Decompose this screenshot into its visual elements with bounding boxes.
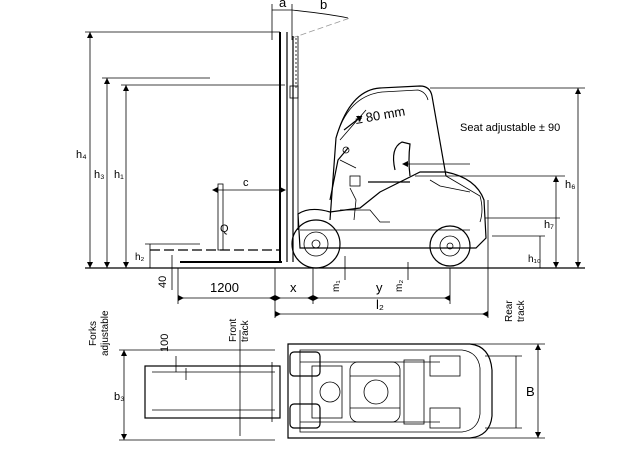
label-seat-adjustable: Seat adjustable ± 90 [460, 122, 560, 134]
label-y: y [376, 280, 383, 295]
label-forks-line2: adjustable [100, 310, 111, 356]
label-1200: 1200 [210, 280, 239, 295]
label-b3: b₃ [114, 391, 125, 403]
label-x: x [290, 280, 297, 295]
rotated-labels: Forks adjustable Front track Rear track … [88, 299, 527, 356]
label-h3: h₃ [94, 169, 105, 181]
length-dimensions: 1200 x y l₂ m₁ m₂ [177, 200, 489, 318]
forklift-body: ± 80 mm Seat adjustable ± 90 [297, 85, 560, 249]
dimension-a-b: a b [271, 0, 351, 40]
label-rear-track-line2: track [516, 299, 527, 322]
label-h1: h₁ [114, 169, 124, 181]
label-h7: h₇ [544, 219, 554, 231]
truck-top-view [287, 343, 493, 439]
label-rear-track-line1: Rear [504, 300, 515, 322]
label-m1: m₁ [331, 280, 342, 292]
fork-spread-dimension: b₃ [114, 349, 275, 441]
overall-width-dimension: B [470, 343, 545, 439]
label-c: c [243, 177, 249, 189]
label-forks-line1: Forks [88, 321, 99, 346]
label-h2: h₂ [135, 252, 145, 263]
label-tilt: ± 80 mm [354, 103, 406, 127]
label-a: a [279, 0, 287, 10]
forks-top-view [144, 330, 281, 436]
label-l2: l₂ [376, 297, 384, 312]
rear-wheel [429, 225, 471, 267]
mast [279, 32, 299, 262]
load-center: c Q [212, 177, 286, 235]
label-40: 40 [157, 276, 169, 288]
forks [150, 183, 282, 269]
label-B: B [526, 384, 535, 399]
label-b: b [320, 0, 327, 12]
label-h4: h₄ [76, 149, 87, 161]
front-wheel [291, 219, 341, 269]
height-dimensions-left: h₄ h₃ h₁ h₂ 40 [76, 31, 285, 290]
label-h10: h₁₀ [528, 254, 541, 265]
label-100: 100 [159, 334, 171, 352]
label-front-track-line1: Front [228, 318, 239, 342]
height-dimensions-right: h₆ h₇ h₁₀ [415, 87, 585, 268]
label-h6: h₆ [565, 179, 576, 191]
label-front-track-line2: track [240, 319, 251, 342]
label-Q: Q [220, 223, 229, 235]
label-m2: m₂ [394, 280, 405, 292]
